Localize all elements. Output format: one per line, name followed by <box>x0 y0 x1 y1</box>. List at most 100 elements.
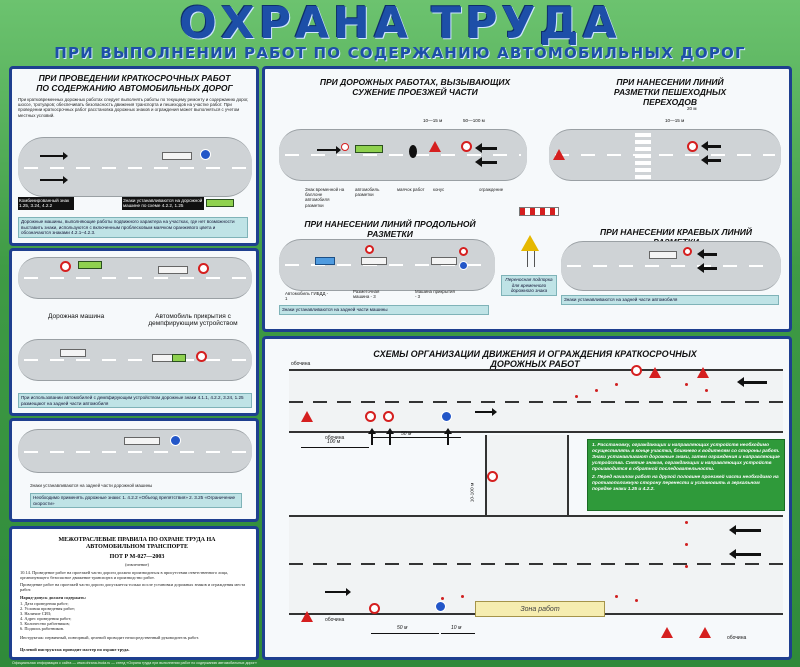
edge-lines-note: Знаки устанавливаются на задней части ав… <box>561 295 779 305</box>
lane-marking <box>555 154 775 156</box>
caption-beacon: маячок работ <box>397 187 425 192</box>
rule-1: 1. Расстановку, ограждающих и направляющ… <box>592 443 780 472</box>
cover-vehicle <box>206 199 234 207</box>
prohibition-sign-icon <box>487 471 498 482</box>
label-cover-vehicle: Автомобиль прикрытия с демпфирующим устр… <box>148 313 238 327</box>
prohibition-sign-icon <box>683 247 692 256</box>
short-term-panel: ПРИ ПРОВЕДЕНИИ КРАТКОСРОЧНЫХ РАБОТ ПО СО… <box>9 66 259 246</box>
edge-marking-vehicle <box>649 251 677 259</box>
warning-sign-icon <box>301 411 313 422</box>
sign-plate-a: Комбинированный знак 1.25, 3.24, 4.2.2 <box>18 197 74 210</box>
cone-icon <box>685 565 688 568</box>
lane-marking <box>24 451 246 453</box>
warning-sign-icon <box>699 627 711 638</box>
marking-works-panel: ПРИ ДОРОЖНЫХ РАБОТАХ, ВЫЗЫВАЮЩИХ СУЖЕНИЕ… <box>262 66 792 332</box>
dist-100: 100 м <box>327 439 341 445</box>
caption-police: Автомобиль ГИБДД - 1 <box>285 291 329 302</box>
cone-icon <box>685 521 688 524</box>
prohibition-sign-icon <box>198 263 209 274</box>
marking-vehicle <box>355 145 383 153</box>
up-arrow-icon <box>444 428 452 445</box>
beacon-icon <box>409 145 417 158</box>
dist-20: 20 м <box>687 106 697 111</box>
regulations-p2: Проведение работ на проезжей части дорог… <box>20 582 246 593</box>
work-zone: Зона работ <box>475 601 605 617</box>
dist-10-15: 10—15 м <box>423 118 443 123</box>
marking-machine <box>361 257 387 265</box>
warning-sign-icon <box>301 611 313 622</box>
regulations-list-6: 6. Подпись работников. <box>20 626 65 631</box>
cone-icon <box>461 595 464 598</box>
cover-vehicle-panel: Дорожная машина Автомобиль прикрытия с д… <box>9 248 259 416</box>
lane-marking <box>285 154 521 156</box>
lower-shoulder-label-3: обочина <box>727 635 747 641</box>
cone-icon <box>615 595 618 598</box>
warning-sign-icon <box>697 367 709 378</box>
footer-text: Официальная информация с сайта — www.ohr… <box>12 661 257 665</box>
regulations-list-3: 3. Наличие СИЗ; <box>20 611 52 616</box>
prohibition-sign-icon <box>365 411 376 422</box>
prohibition-sign-icon <box>60 261 71 272</box>
road-machine <box>60 349 86 357</box>
regulations-p5: Целевой инструктаж проводит мастер по ох… <box>20 647 130 652</box>
barrier-strip <box>519 207 559 216</box>
warning-sign-icon <box>553 149 565 160</box>
cone-icon <box>575 395 578 398</box>
warning-sign-icon <box>649 367 661 378</box>
regulations-sub: (извлечение) <box>125 562 149 567</box>
label-road-machine: Дорожная машина <box>48 313 105 320</box>
cone-icon <box>635 599 638 602</box>
dist-50: 50 м <box>401 431 412 437</box>
caption-marking-vehicle: автомобиль разметки <box>355 187 380 198</box>
cone-icon <box>685 543 688 546</box>
regulations-title: МЕЖОТРАСЛЕВЫЕ ПРАВИЛА ПО ОХРАНЕ ТРУДА НА… <box>58 537 216 550</box>
prohibition-sign-icon <box>631 365 642 376</box>
lower-shoulder-label-2: обочина <box>325 617 345 623</box>
cone-icon <box>705 389 708 392</box>
traffic-arrow-icon <box>40 152 68 160</box>
machine-signs-panel: Знаки устанавливаются на задней части до… <box>9 418 259 522</box>
traffic-arrow-icon <box>317 146 341 154</box>
cross-road-vertical <box>485 435 569 515</box>
oncoming-arrow-icon <box>701 155 721 165</box>
short-term-intro: При кратковременных дорожных работах сле… <box>18 97 249 118</box>
regulations-list-4: 4. Адрес проведения работ; <box>20 616 72 621</box>
regulations-p1: 10.14. Проведение работ на проезжей част… <box>20 570 229 581</box>
oncoming-arrow-icon <box>737 377 767 387</box>
short-term-note: Дорожные машины, выполняющие работы подв… <box>18 217 248 238</box>
up-arrow-icon <box>368 428 376 445</box>
detour-sign-icon <box>170 435 181 446</box>
road-machine <box>78 261 102 269</box>
rule-2: 2. Перед началом работ на другой половин… <box>592 475 779 492</box>
prohibition-sign-icon <box>687 141 698 152</box>
cone-icon <box>441 597 444 600</box>
short-term-title: ПРИ ПРОВЕДЕНИИ КРАТКОСРОЧНЫХ РАБОТ ПО СО… <box>36 73 233 93</box>
center-line <box>289 563 783 565</box>
regulations-panel: МЕЖОТРАСЛЕВЫЕ ПРАВИЛА ПО ОХРАНЕ ТРУДА НА… <box>9 526 259 660</box>
dist-10-15-ped: 10—15 м <box>665 118 685 123</box>
cover-vehicle <box>172 354 186 362</box>
prohibition-sign-icon <box>341 143 349 151</box>
longitudinal-note: Знаки устанавливаются на задней части ма… <box>279 305 489 315</box>
caption-marking-machine: Разметочная машина - 3 <box>353 289 380 300</box>
regulations-list-5: 5. Количество работников; <box>20 621 70 626</box>
cover-vehicle <box>158 266 188 274</box>
lane-marking <box>24 359 246 361</box>
lower-road <box>289 515 783 615</box>
lane-marking <box>285 264 489 266</box>
detour-sign-icon <box>200 149 211 160</box>
prohibition-sign-icon <box>461 141 472 152</box>
dim-line-lower-10 <box>441 633 475 634</box>
oncoming-arrow-icon <box>729 525 761 535</box>
lane-marking <box>24 167 246 169</box>
oncoming-arrow-icon <box>697 263 717 273</box>
schemes-panel: СХЕМЫ ОРГАНИЗАЦИИ ДВИЖЕНИЯ И ОГРАЖДЕНИЯ … <box>262 336 792 660</box>
rules-box: 1. Расстановку, ограждающих и направляющ… <box>587 439 785 511</box>
detour-sign-icon <box>441 411 452 422</box>
regulations-code: ПОТ Р М-027—2003 <box>109 554 165 560</box>
road-narrowing-title: ПРИ ДОРОЖНЫХ РАБОТАХ, ВЫЗЫВАЮЩИХ СУЖЕНИЕ… <box>319 77 511 97</box>
dist-50-100: 50—100 м <box>463 118 485 123</box>
prohibition-sign-icon <box>369 603 380 614</box>
longitudinal-title: ПРИ НАНЕСЕНИИ ЛИНИЙ ПРОДОЛЬНОЙ РАЗМЕТКИ <box>304 219 476 239</box>
page-title: ОХРАНА ТРУДА <box>179 0 621 49</box>
